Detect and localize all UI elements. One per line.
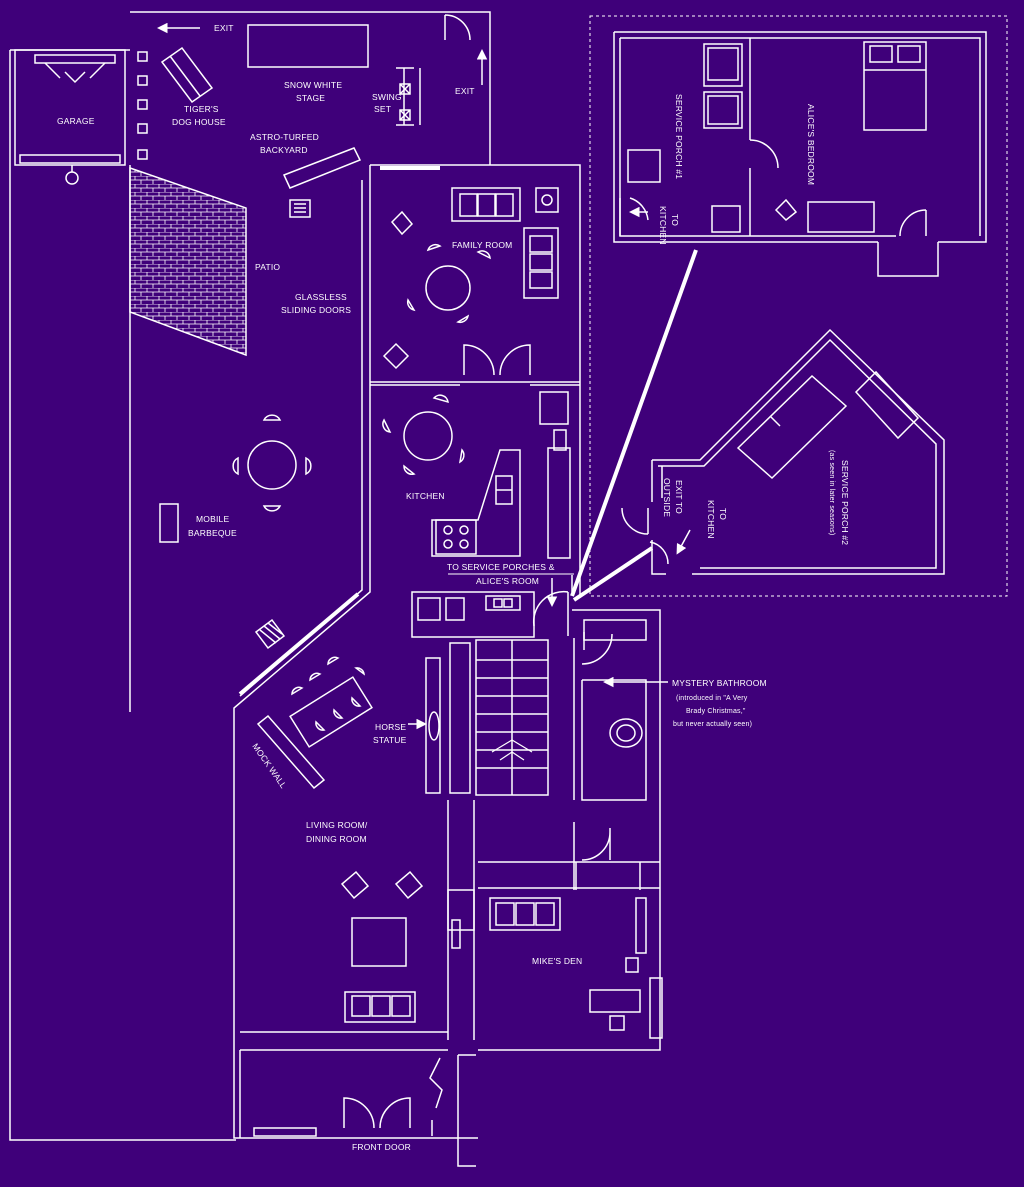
- exit-to-outside-label-2: OUTSIDE: [662, 478, 672, 517]
- to-kitchen-1-label-a: TO: [670, 214, 680, 226]
- exit-to-outside-label-1: EXIT TO: [674, 480, 684, 514]
- to-kitchen-2-label-b: KITCHEN: [706, 500, 716, 539]
- snow-white-stage: [247, 24, 369, 68]
- mobile-barbeque-label-2: BARBEQUE: [188, 528, 237, 538]
- kitchen-label: KITCHEN: [406, 491, 445, 501]
- swing-set: [396, 67, 421, 126]
- mystery-note-1: (introduced in "A Very: [676, 695, 748, 702]
- exit-right-label: EXIT: [455, 86, 475, 96]
- exit-door: [444, 14, 471, 41]
- exit-top-label: EXIT: [214, 23, 234, 33]
- living-room-label: LIVING ROOM/: [306, 820, 368, 830]
- to-kitchen-1-label-b: KITCHEN: [658, 206, 668, 245]
- patio-table: [232, 414, 312, 512]
- family-room-furniture: [382, 187, 559, 376]
- mystery-note-2: Brady Christmas,": [686, 708, 746, 715]
- living-room-furniture: [239, 656, 448, 1138]
- service-porch-2-label: SERVICE PORCH #2: [840, 460, 850, 545]
- to-service-porches-label-1: TO SERVICE PORCHES &: [447, 562, 555, 572]
- fence-posts: [137, 51, 148, 160]
- garage-label: GARAGE: [57, 116, 95, 126]
- service-porch-1-inset: [613, 31, 987, 277]
- bench: [282, 147, 362, 189]
- yard-boundary: [9, 11, 491, 1141]
- snow-white-stage-label-1: SNOW WHITE: [284, 80, 342, 90]
- mystery-note-3: but never actually seen): [673, 721, 752, 728]
- service-porch-1-label: SERVICE PORCH #1: [674, 94, 684, 179]
- patio-label: PATIO: [255, 262, 280, 272]
- tigers-dog-house-label-1: TIGER'S: [184, 104, 219, 114]
- front-entry: [253, 1054, 476, 1167]
- swing-set-label-2: SET: [374, 104, 391, 114]
- stair-block: [411, 575, 573, 1040]
- horse-statue: [408, 711, 440, 741]
- tigers-dog-house-label-2: DOG HOUSE: [172, 117, 226, 127]
- to-kitchen-2-label-a: TO: [718, 508, 728, 520]
- horse-statue-label-2: STATUE: [373, 735, 407, 745]
- mobile-barbeque-label-1: MOBILE: [196, 514, 229, 524]
- connector-porch-1: [570, 249, 698, 597]
- labels: EXIT EXIT GARAGE TIGER'S DOG HOUSE SNOW …: [57, 23, 850, 1152]
- patio-brick: [129, 166, 247, 357]
- right-wing: [478, 609, 668, 1051]
- inset-frame: [589, 15, 1008, 597]
- service-porch-2-note: (as seen in later seasons): [828, 450, 835, 535]
- horse-statue-label-1: HORSE: [375, 722, 406, 732]
- swing-set-label-1: SWING: [372, 92, 402, 102]
- family-room-label: FAMILY ROOM: [452, 240, 512, 250]
- astro-turfed-label-1: ASTRO-TURFED: [250, 132, 319, 142]
- patio-grate: [254, 618, 286, 650]
- service-porch-2-inset: [621, 328, 945, 575]
- dining-room-label: DINING ROOM: [306, 834, 367, 844]
- glassless-label-1: GLASSLESS: [295, 292, 347, 302]
- grill: [289, 199, 311, 218]
- dog-house: [160, 46, 214, 104]
- connector-porch-2: [572, 546, 654, 602]
- astro-turfed-label-2: BACKYARD: [260, 145, 308, 155]
- to-service-porches-label-2: ALICE'S ROOM: [476, 576, 539, 586]
- alices-bedroom-label: ALICE'S BEDROOM: [806, 104, 816, 185]
- mock-wall-label: MOCK WALL: [250, 741, 288, 790]
- snow-white-stage-label-2: STAGE: [296, 93, 325, 103]
- mikes-den-label: MIKE'S DEN: [532, 956, 582, 966]
- garage: [14, 49, 126, 185]
- mystery-bathroom-label: MYSTERY BATHROOM: [672, 678, 767, 688]
- glassless-label-2: SLIDING DOORS: [281, 305, 351, 315]
- mobile-barbeque: [159, 503, 179, 543]
- kitchen-furniture: [382, 391, 574, 575]
- house-walls: [233, 164, 581, 1139]
- front-door-label: FRONT DOOR: [352, 1142, 411, 1152]
